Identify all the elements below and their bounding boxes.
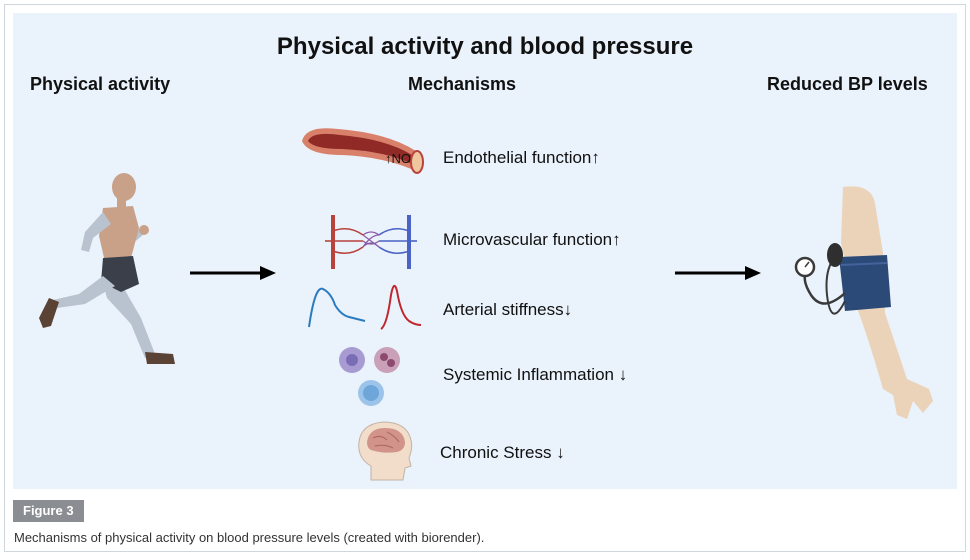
mechanism-label-chronic-stress: Chronic Stress ↓: [440, 443, 565, 462]
runner-icon: [39, 173, 175, 364]
arrow-activity-to-mechanisms-icon: [190, 266, 276, 280]
capillary-network-icon: [325, 215, 417, 269]
figure-caption: Mechanisms of physical activity on blood…: [14, 530, 485, 545]
arrow-mechanisms-to-bp-icon: [675, 266, 761, 280]
blood-vessel-icon: [302, 128, 424, 174]
mechanism-label-inflammation: Systemic Inflammation ↓: [443, 365, 628, 384]
figure-panel: Physical activity and blood pressure Phy…: [13, 13, 957, 489]
blood-pressure-cuff-icon: [794, 186, 933, 419]
column-heading-reduced-bp: Reduced BP levels: [767, 74, 928, 94]
column-heading-physical-activity: Physical activity: [30, 74, 171, 94]
mechanism-label-microvascular: Microvascular function↑: [443, 230, 621, 249]
immune-cells-icon: [339, 347, 400, 406]
figure-title: Physical activity and blood pressure: [276, 33, 694, 60]
mechanism-label-arterial-stiffness: Arterial stiffness↓: [443, 300, 573, 319]
brain-head-icon: [358, 421, 413, 481]
column-heading-mechanisms: Mechanisms: [408, 74, 517, 94]
no-label: ↑NO: [385, 151, 411, 166]
mechanism-label-endothelial: Endothelial function↑: [443, 148, 600, 167]
figure-number-badge: Figure 3: [13, 500, 84, 522]
pulse-wave-icon: [308, 284, 422, 330]
